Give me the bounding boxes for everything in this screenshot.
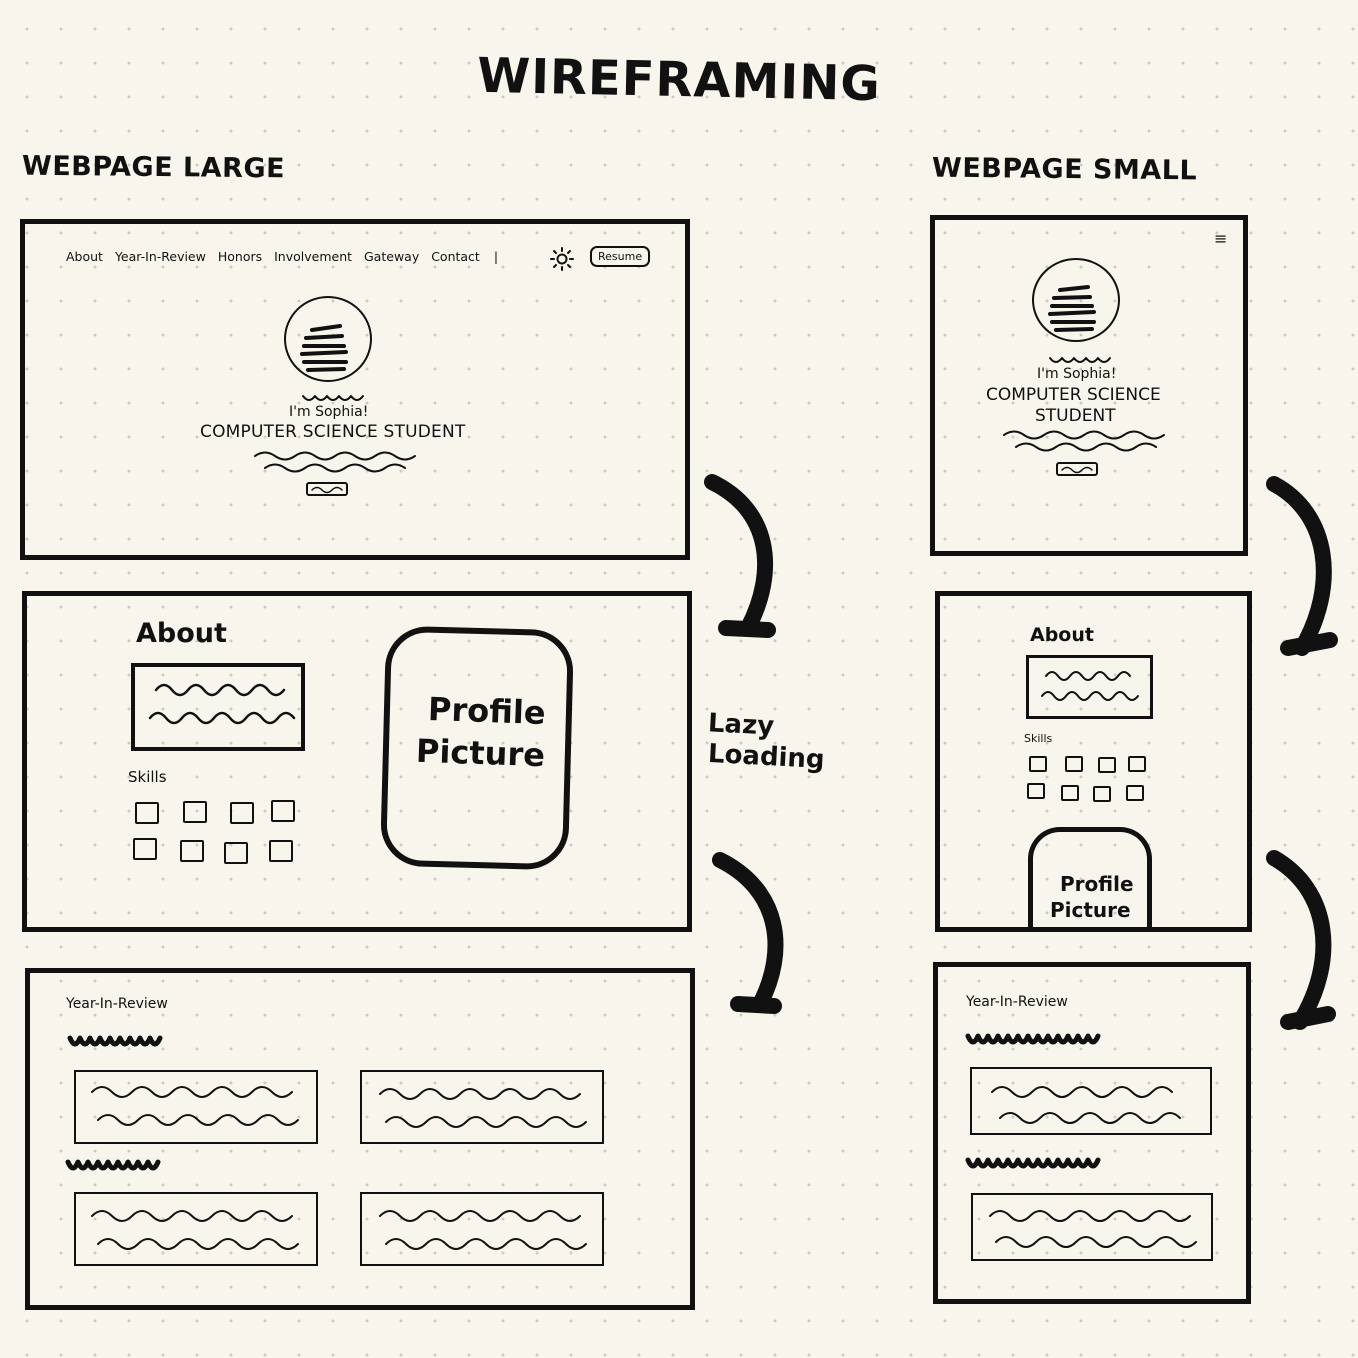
nav-item-involvement[interactable]: Involvement [274, 249, 353, 264]
large-year-frame [25, 968, 695, 1310]
page-title: WIREFRAMING [476, 47, 882, 113]
arrow-large-2 [712, 852, 784, 1012]
lazy-loading-label-2: Loading [707, 738, 826, 776]
hamburger-menu-icon[interactable]: ≡ [1214, 229, 1228, 248]
large-profile-picture-label-2: Picture [415, 731, 546, 775]
small-intro-text: I'm Sophia! [1037, 366, 1117, 382]
skill-box [1027, 783, 1045, 799]
lazy-loading-label-1: Lazy [707, 708, 775, 742]
large-year-card [74, 1070, 318, 1144]
skill-box [1061, 785, 1079, 801]
small-skills-label: Skills [1024, 732, 1053, 745]
nav-item-year-in-review[interactable]: Year-In-Review [114, 249, 206, 264]
small-avatar [1032, 258, 1120, 342]
skill-box [1098, 757, 1116, 773]
small-profile-picture-frame [1028, 827, 1152, 929]
skill-box [135, 802, 159, 824]
large-navbar: About Year-In-Review Honors Involvement … [66, 249, 498, 264]
skill-box [1128, 756, 1146, 772]
large-year-card [360, 1070, 604, 1144]
arrow-large-1 [704, 474, 774, 636]
large-hero-frame [20, 219, 690, 560]
large-about-frame [22, 591, 692, 932]
sun-icon[interactable] [550, 247, 574, 271]
nav-divider: | [493, 249, 499, 264]
large-intro-text: I'm Sophia! [289, 404, 369, 420]
nav-item-about[interactable]: About [66, 249, 103, 264]
small-role-line1: COMPUTER SCIENCE [986, 385, 1161, 405]
skill-box [180, 840, 204, 862]
large-about-title: About [136, 618, 227, 649]
small-about-title: About [1030, 624, 1094, 646]
skill-box [1029, 756, 1047, 772]
skill-box [269, 840, 293, 862]
skill-box [271, 800, 295, 822]
small-profile-picture-label-1: Profile [1060, 872, 1134, 896]
small-role-line2: STUDENT [1035, 406, 1116, 426]
nav-item-gateway[interactable]: Gateway [364, 249, 420, 264]
large-avatar [284, 296, 372, 382]
small-year-title: Year-In-Review [966, 994, 1068, 1010]
skill-box [183, 801, 207, 823]
small-hero-frame [930, 215, 1248, 556]
skill-box [1126, 785, 1144, 801]
skill-box [1093, 786, 1111, 802]
skill-box [224, 842, 248, 864]
skill-box [1065, 756, 1083, 772]
resume-button[interactable]: Resume [590, 246, 651, 267]
large-cta-button[interactable] [306, 482, 348, 496]
large-year-title: Year-In-Review [66, 996, 168, 1012]
small-about-textbox [1026, 655, 1153, 719]
large-about-textbox [131, 663, 305, 751]
large-year-card [360, 1192, 604, 1266]
small-cta-button[interactable] [1056, 462, 1098, 476]
small-heading: WEBPAGE SMALL [931, 152, 1198, 187]
large-year-card [74, 1192, 318, 1266]
arrow-small-2 [1266, 850, 1332, 1030]
small-year-card [970, 1067, 1212, 1135]
small-about-frame [935, 591, 1252, 932]
arrow-small-1 [1266, 476, 1332, 656]
skill-box [133, 838, 157, 860]
small-year-frame [933, 962, 1251, 1304]
nav-item-honors[interactable]: Honors [217, 249, 263, 264]
large-role-text: COMPUTER SCIENCE STUDENT [200, 422, 466, 442]
large-profile-picture-label-1: Profile [427, 689, 547, 733]
small-profile-picture-label-2: Picture [1050, 898, 1131, 922]
skill-box [230, 802, 254, 824]
large-skills-label: Skills [128, 768, 167, 786]
nav-item-contact[interactable]: Contact [431, 249, 480, 264]
small-year-card [971, 1193, 1213, 1261]
large-heading: WEBPAGE LARGE [21, 150, 286, 185]
